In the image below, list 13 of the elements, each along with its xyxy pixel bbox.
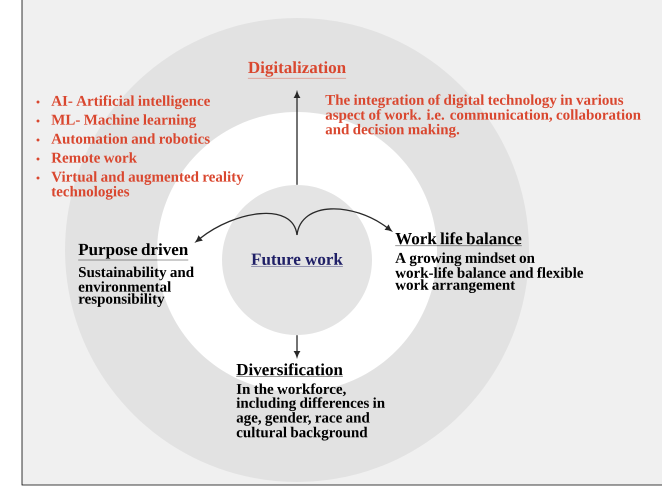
section-heading: Digitalization (248, 61, 346, 78)
arrow (294, 335, 300, 358)
bullet-item: Remote work (36, 152, 137, 163)
bullet-item: AI- Artificial intelligence (36, 95, 210, 110)
description-text: The integration of digital technology in various aspect of work. i.e. communication, collaboration and decision making. (325, 94, 641, 138)
text-block: Purpose driven Sustainability and environmental responsibility (78, 243, 194, 307)
arrow (294, 92, 300, 185)
bullet-item: Automation and robotics (36, 133, 210, 144)
arrow (296, 208, 392, 236)
arrow (196, 212, 298, 242)
text-block: Diversification In the workforce, including differences in age, gender, race and cultural background (236, 363, 385, 441)
text-block: Work life balance A growing mindset on work-life balance and flexible work arrangement (395, 232, 584, 293)
bullet-item: ML- Machine learning (36, 114, 196, 128)
